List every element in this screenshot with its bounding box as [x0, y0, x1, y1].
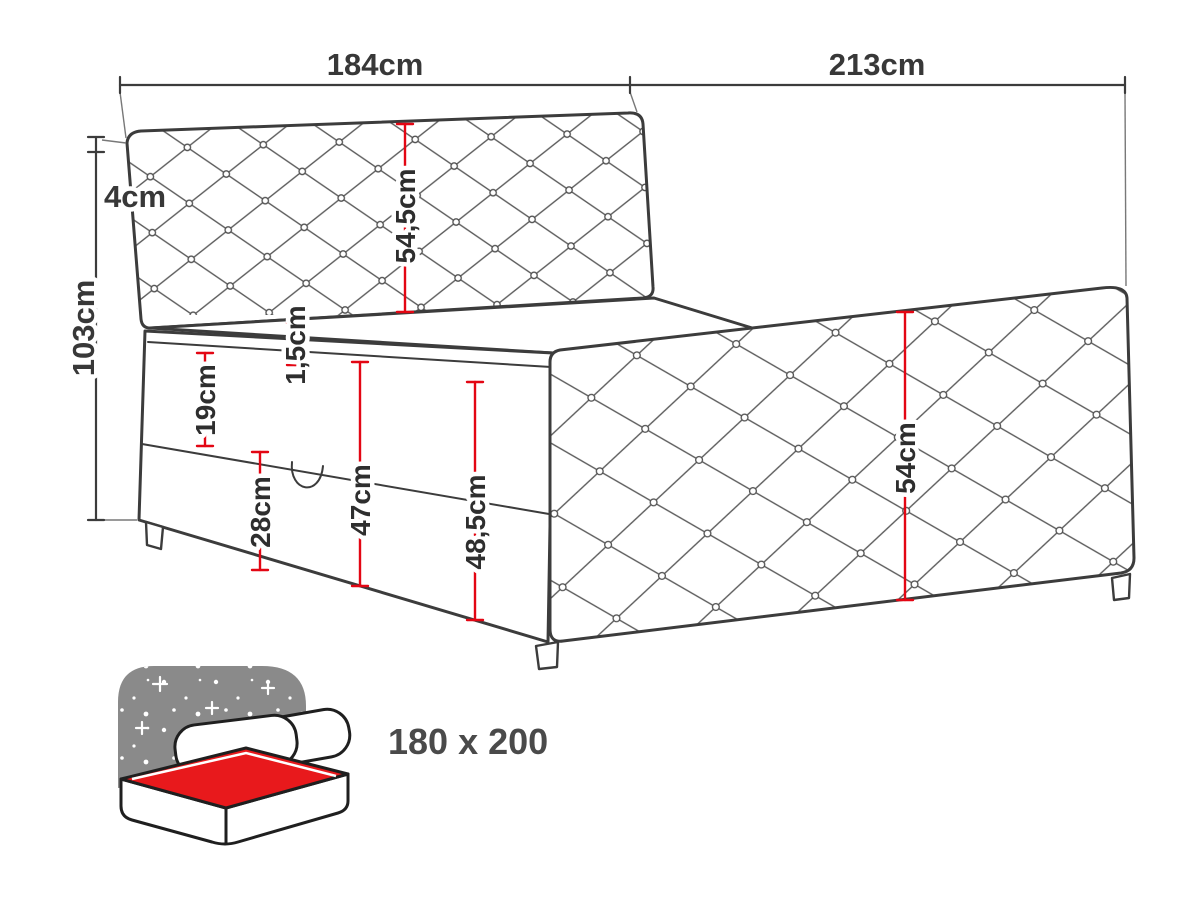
- mattress-back-edge: [653, 297, 763, 332]
- internal-dimension-labels: 54,5cm 1,5cm 19cm 28cm 47cm 48,5cm 54cm: [186, 164, 926, 574]
- mattress-piping-line: [147, 341, 552, 368]
- dim-label-foot-end-height: 48,5cm: [460, 475, 491, 570]
- bed-foot-left: [144, 520, 165, 551]
- bed-side-face: [137, 329, 555, 644]
- internal-dimension-lines: [195, 122, 915, 622]
- icon-box-front: [119, 772, 350, 846]
- bed-size-icon: 180 x 200: [118, 666, 548, 846]
- size-label: 180 x 200: [388, 721, 548, 762]
- dim-line-storage-box-height: [250, 450, 270, 572]
- bed-foot-right: [1110, 572, 1132, 602]
- dim-label-headboard-front-height: 54,5cm: [390, 169, 421, 264]
- dim-label-storage-box-height: 28cm: [245, 476, 276, 548]
- dim-label-mattress-side-height: 19cm: [190, 364, 221, 436]
- dim-label-total-height: 103cm: [66, 280, 101, 377]
- outer-dimensions: 184cm 213cm 103cm 4cm: [62, 43, 1127, 522]
- bed-drawing: [125, 111, 1136, 671]
- dim-label-footboard-height: 54cm: [890, 422, 921, 494]
- dim-label-headboard-width: 184cm: [327, 47, 424, 82]
- icon-sheet-line: [131, 751, 337, 781]
- dim-label-bed-length: 213cm: [829, 47, 926, 82]
- dim-line-mattress-side-height: [195, 351, 215, 448]
- box-top-line: [141, 443, 550, 515]
- dim-line-foot-end-height: [465, 380, 485, 622]
- top-dimension-line: [118, 75, 1127, 95]
- dim-label-side-total-height: 47cm: [345, 464, 376, 536]
- icon-mattress-top: [119, 746, 350, 810]
- dim-line-side-total-height: [350, 360, 370, 588]
- bed-feet: [144, 520, 1132, 671]
- dim-label-top-trim: 4cm: [104, 179, 166, 214]
- footboard-panel: [548, 286, 1136, 643]
- headboard-panel: [125, 111, 655, 330]
- bed-foot-middle: [534, 640, 560, 671]
- dim-line-headboard-front-height: [395, 122, 415, 314]
- dim-line-mattress-edge: [285, 321, 305, 367]
- height-dimension-line: [86, 135, 106, 522]
- dim-label-mattress-edge: 1,5cm: [280, 305, 311, 384]
- headboard-quilting: [127, 112, 654, 315]
- dim-line-footboard-height: [895, 310, 915, 602]
- storage-handle: [290, 461, 324, 489]
